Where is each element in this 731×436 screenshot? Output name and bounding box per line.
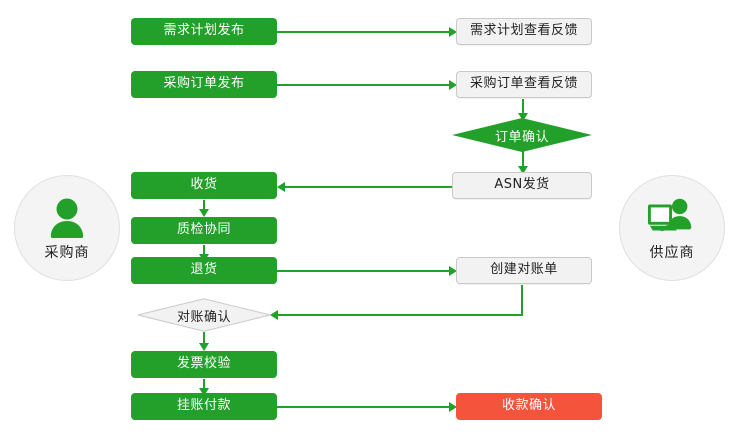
arrowhead-demand-plan-feedback [449, 27, 457, 37]
edge-return-goods-to-create-statement [277, 270, 450, 272]
person-at-computer-icon [647, 195, 697, 239]
actor-supplier[interactable]: 供应商 [619, 175, 725, 281]
node-label: 发票校验 [176, 356, 231, 372]
diamond-shape [137, 298, 271, 332]
edge-demand-plan-publish-to-feedback [277, 31, 450, 33]
node-invoice-check[interactable]: 发票校验 [131, 351, 277, 378]
node-label: 收款确认 [501, 398, 556, 414]
node-statement-confirm[interactable]: 对账确认 [137, 298, 271, 332]
person-icon [42, 195, 92, 239]
node-label: 创建对账单 [490, 262, 558, 278]
node-demand-plan-publish[interactable]: 需求计划发布 [131, 18, 277, 45]
node-label: 对账确认 [176, 309, 231, 325]
arrowhead-payment-confirm [449, 402, 457, 412]
arrowhead-create-statement [449, 266, 457, 276]
node-purchase-order-feedback[interactable]: 采购订单查看反馈 [456, 71, 592, 98]
node-asn-shipment[interactable]: ASN发货 [452, 172, 592, 199]
node-demand-plan-feedback[interactable]: 需求计划查看反馈 [456, 18, 592, 45]
node-receive-goods[interactable]: 收货 [131, 172, 277, 199]
edge-invoice-check-to-accrual-payment [203, 379, 205, 391]
arrowhead-statement-confirm [270, 310, 278, 320]
arrowhead-accrual-payment [199, 388, 209, 396]
edge-quality-to-return-goods [203, 245, 205, 257]
arrowhead-quality-collab [199, 209, 209, 217]
arrowhead-invoice-check [199, 343, 209, 351]
actor-label: 供应商 [649, 244, 695, 261]
edge-asn-to-receive-goods [285, 186, 453, 188]
node-label: 收货 [190, 177, 218, 193]
arrowhead-order-confirm [518, 113, 528, 121]
node-purchase-order-publish[interactable]: 采购订单发布 [131, 71, 277, 98]
arrowhead-asn-shipment [518, 166, 528, 174]
node-create-statement[interactable]: 创建对账单 [456, 257, 592, 284]
node-order-confirm[interactable]: 订单确认 [452, 118, 592, 152]
arrowhead-receive-goods [277, 182, 285, 192]
node-label: 采购订单查看反馈 [469, 76, 578, 92]
node-label: 挂账付款 [176, 398, 231, 414]
node-label: 质检协同 [176, 222, 231, 238]
node-label: 需求计划查看反馈 [469, 23, 578, 39]
node-label: 需求计划发布 [163, 23, 245, 39]
edge-purchase-order-feedback-to-order-confirm [522, 99, 524, 117]
node-label: 退货 [190, 262, 218, 278]
edge-create-statement-to-statement-confirm [278, 314, 523, 316]
diamond-shape [452, 118, 592, 152]
node-label: 采购订单发布 [163, 76, 245, 92]
node-label: 订单确认 [494, 129, 549, 145]
node-accrual-payment[interactable]: 挂账付款 [131, 393, 277, 420]
edge-accrual-payment-to-payment-confirm [277, 406, 450, 408]
edge-create-statement-down [521, 285, 523, 315]
edge-receive-goods-to-quality [203, 200, 205, 212]
actor-label: 采购商 [44, 244, 90, 261]
node-payment-confirm[interactable]: 收款确认 [456, 393, 602, 420]
arrowhead-purchase-order-feedback [449, 80, 457, 90]
edge-order-confirm-to-asn [522, 150, 524, 170]
node-return-goods[interactable]: 退货 [131, 257, 277, 284]
edge-purchase-order-publish-to-feedback [277, 84, 450, 86]
actor-buyer[interactable]: 采购商 [14, 175, 120, 281]
node-label: ASN发货 [494, 177, 550, 193]
edge-statement-confirm-to-invoice-check [203, 332, 205, 346]
node-quality-collab[interactable]: 质检协同 [131, 217, 277, 244]
